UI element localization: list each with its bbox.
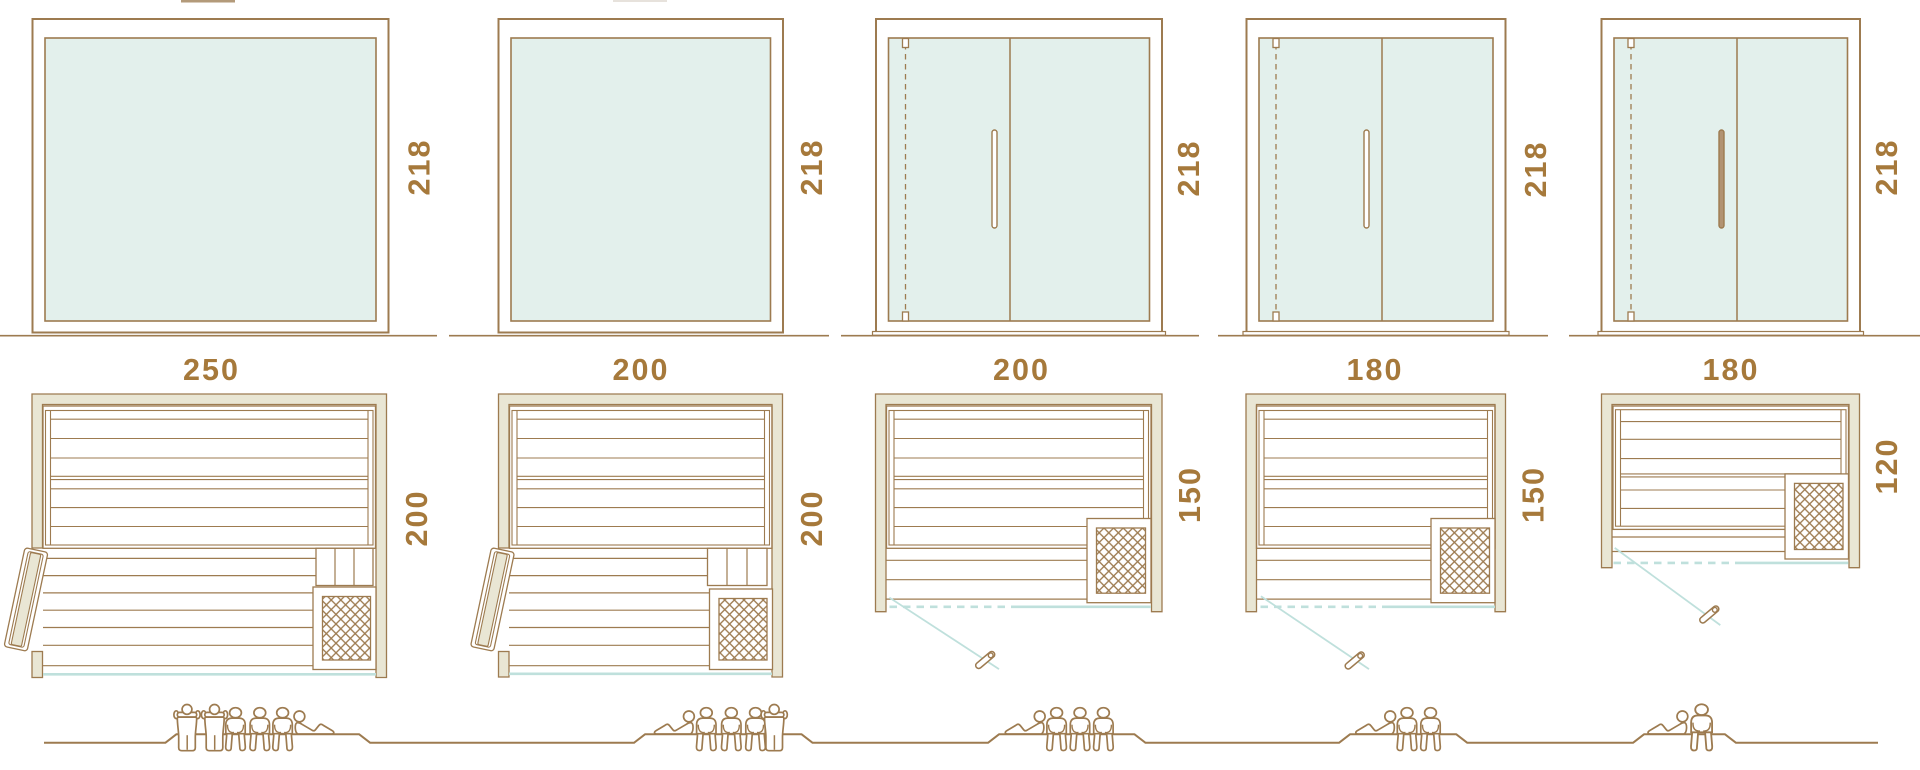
svg-text:200: 200 (993, 353, 1050, 387)
svg-text:150: 150 (1517, 466, 1551, 523)
svg-text:218: 218 (1519, 141, 1553, 198)
svg-text:150: 150 (1173, 466, 1207, 523)
svg-text:120: 120 (1870, 438, 1904, 495)
svg-text:200: 200 (400, 490, 434, 547)
svg-text:218: 218 (1172, 140, 1206, 197)
svg-text:200: 200 (613, 353, 670, 387)
svg-text:180: 180 (1703, 353, 1760, 387)
svg-text:180: 180 (1347, 353, 1404, 387)
svg-text:250: 250 (183, 353, 240, 387)
svg-text:218: 218 (795, 139, 829, 196)
svg-text:200: 200 (795, 490, 829, 547)
svg-text:218: 218 (403, 139, 437, 196)
svg-text:218: 218 (1870, 139, 1904, 196)
